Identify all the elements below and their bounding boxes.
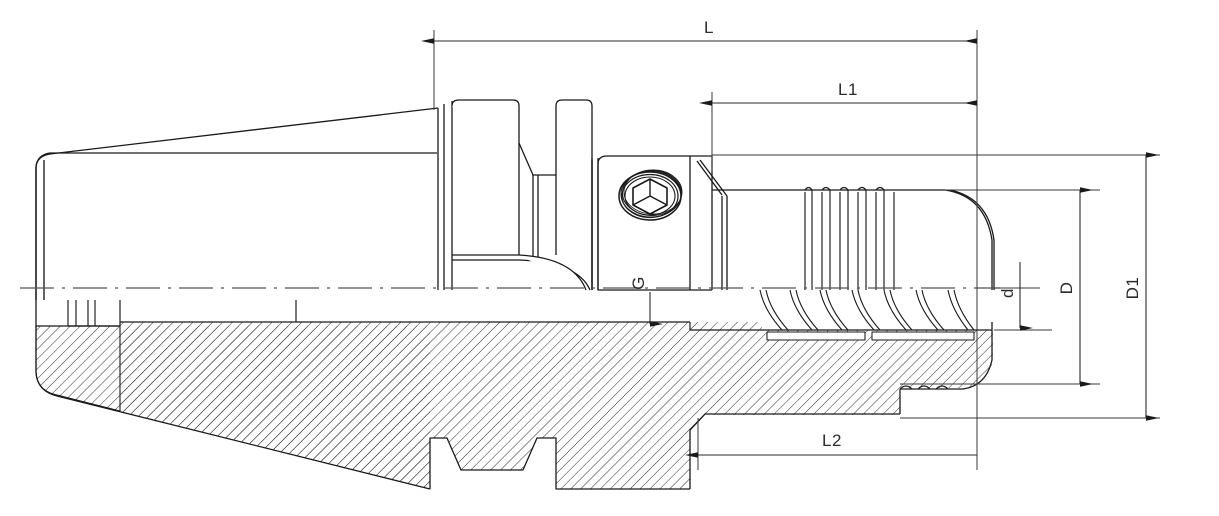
dim-label-L1: L1: [838, 80, 858, 99]
dimension-D: D: [900, 187, 1100, 387]
hex-socket-icon: [618, 169, 683, 221]
dimension-L1: L1: [699, 80, 977, 172]
collet-nose: [690, 155, 995, 291]
collet-grooves-upper: [804, 186, 895, 290]
dim-label-G: G: [629, 276, 648, 290]
dim-label-d: d: [998, 288, 1017, 298]
v-flange-group: [437, 99, 593, 291]
dimension-d: d: [994, 262, 1052, 331]
collet-scallops-lower: [899, 385, 949, 390]
dimension-L2: L2: [685, 155, 978, 470]
section-hatching: [35, 322, 993, 489]
collet-grooves-lower: [759, 289, 975, 331]
dimension-G: G: [629, 276, 663, 327]
dim-label-L2: L2: [822, 431, 842, 450]
dim-label-D: D: [1057, 282, 1076, 295]
upper-profile: [35, 152, 437, 300]
dimension-D1: D1: [712, 152, 1160, 421]
collet-bore-detail: [766, 331, 975, 341]
shank-end-face: [35, 160, 45, 300]
bore-wall-lines: [36, 300, 992, 331]
dimension-L: L: [421, 18, 978, 155]
dim-label-D1: D1: [1123, 277, 1142, 300]
dim-label-L: L: [704, 18, 714, 37]
taper-slant: [35, 107, 439, 168]
